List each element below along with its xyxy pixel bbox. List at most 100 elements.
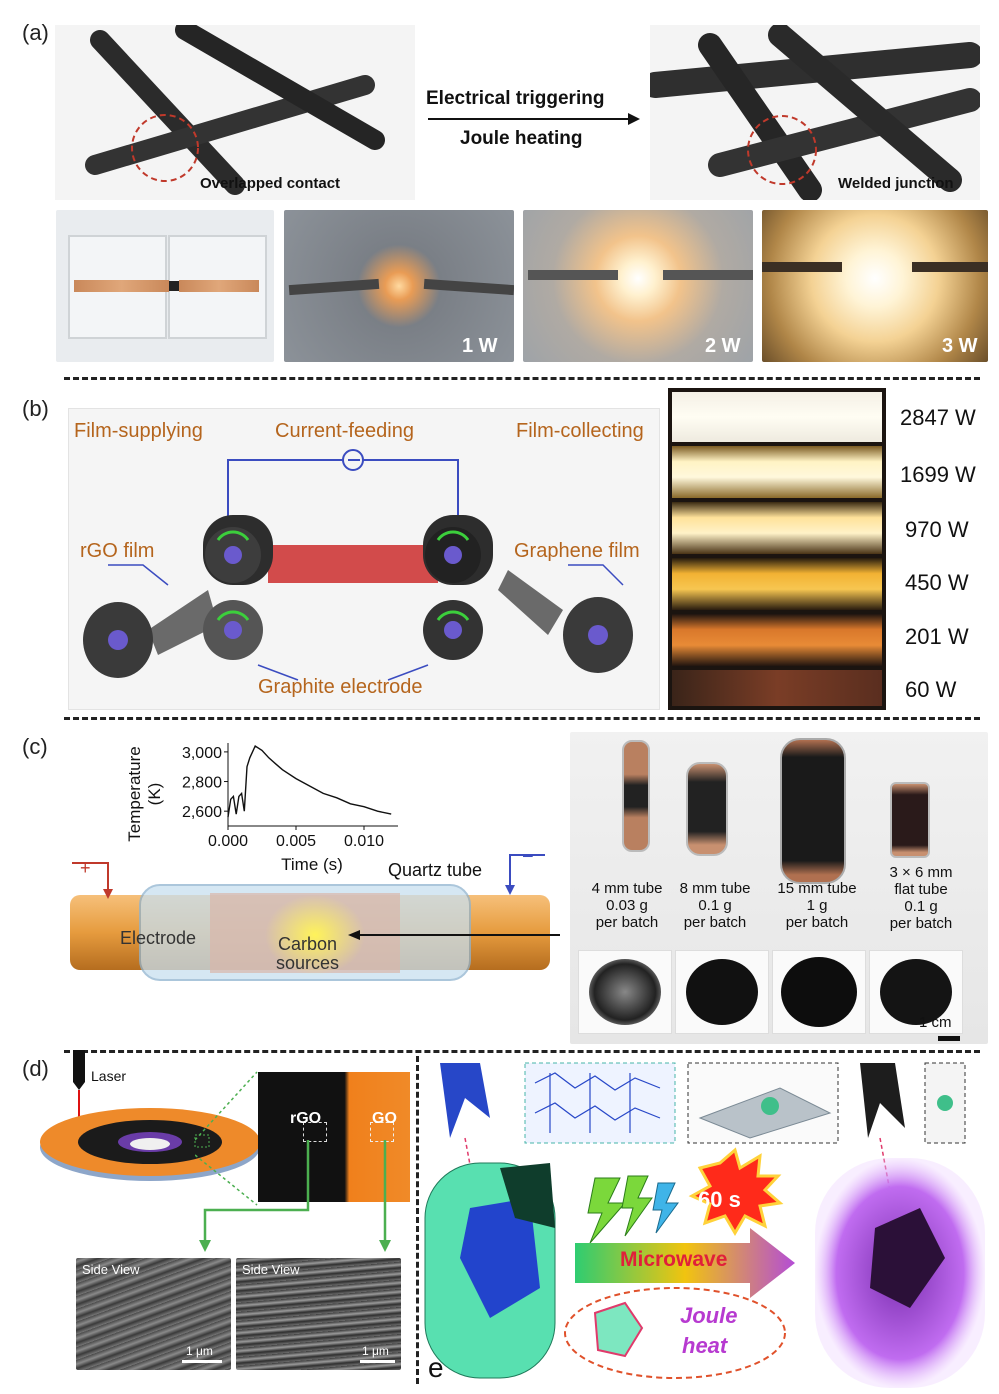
minus-terminal: −	[522, 846, 534, 868]
photo-unpowered	[56, 210, 274, 362]
y-axis-label-1: Temperature	[125, 746, 144, 841]
y-tick-label: 3,000	[182, 745, 222, 762]
photo-2w	[523, 210, 753, 362]
microwave-label: Microwave	[620, 1248, 728, 1271]
sample-dish-2	[675, 950, 769, 1034]
sem-side-view-go	[236, 1258, 401, 1370]
overlapped-contact-caption: Overlapped contact	[200, 175, 341, 192]
microwave-arrow	[575, 1228, 795, 1298]
x-tick-label: 0.005	[276, 833, 316, 850]
rollers-illustration	[83, 449, 633, 681]
sem-scale-label-1: 1 μm	[186, 1344, 213, 1358]
welded-junction-caption: Welded junction	[838, 175, 954, 192]
joule-label-1: Joule	[680, 1303, 738, 1328]
glow-film-450w	[672, 558, 882, 610]
power-label-2847w: 2847 W	[900, 405, 976, 430]
carbon-sources-label-2: sources	[276, 953, 340, 973]
process-arrow	[428, 113, 640, 125]
zoom-lines	[195, 1071, 258, 1206]
welded-rods-illustration	[650, 25, 980, 200]
panel-d-label: (d)	[22, 1056, 49, 1081]
sem-side-view-label-1: Side View	[82, 1262, 140, 1277]
film-collecting-label: Film-collecting	[516, 420, 644, 442]
blue-layers-icon	[440, 1063, 490, 1138]
scale-bar-1cm	[938, 1036, 960, 1041]
power-label-60w: 60 W	[905, 677, 957, 702]
sample-dish-1	[578, 950, 672, 1034]
glow-film-970w	[672, 502, 882, 554]
sample-dish-3	[772, 950, 866, 1034]
photo-1w	[284, 210, 514, 362]
time-60s-label: 60 s	[698, 1187, 741, 1212]
sample-dish-4	[869, 950, 963, 1034]
sem-side-view-rgo	[76, 1258, 231, 1370]
photo-3w	[762, 210, 988, 362]
glow-film-60w	[672, 670, 882, 706]
divider-b-c	[64, 717, 980, 720]
tubes-photo	[570, 732, 988, 1044]
mof-structure-box	[524, 1062, 676, 1144]
plus-terminal: +	[80, 858, 91, 878]
tube-8mm	[686, 762, 728, 856]
glow-film-201w	[672, 614, 882, 666]
laser-disc-illustration	[40, 1050, 260, 1181]
y-tick-label: 2,800	[182, 775, 222, 792]
x-axis-label: Time (s)	[281, 855, 343, 874]
scale-bar-label: 1 cm	[919, 1014, 952, 1031]
panel-e-label: e	[428, 1352, 444, 1383]
power-label-1699w: 1699 W	[900, 462, 976, 487]
photo-2w-label: 2 W	[705, 335, 741, 357]
panel-a-label: (a)	[22, 20, 49, 45]
temperature-series-line	[227, 744, 392, 818]
photo-1w-label: 1 W	[462, 335, 498, 357]
glow-film-1699w	[672, 446, 882, 498]
go-region-label: GO	[372, 1110, 397, 1127]
current-feeding-label: Current-feeding	[275, 420, 414, 442]
tube-flat	[890, 782, 930, 858]
quartz-tube-schematic	[70, 854, 560, 981]
overlapped-rods-illustration	[55, 25, 415, 200]
power-label-201w: 201 W	[905, 624, 969, 649]
divider-a-b	[64, 377, 980, 380]
sem-scale-bar-1	[182, 1360, 222, 1363]
divider-c-d	[64, 1050, 980, 1053]
black-layers-icon	[860, 1063, 905, 1138]
photo-3w-label: 3 W	[942, 335, 978, 357]
quartz-tube-label: Quartz tube	[388, 860, 483, 880]
rgo-film-label: rGO film	[80, 540, 155, 562]
graphite-electrode-label: Graphite electrode	[258, 676, 423, 698]
microwave-bolt-2	[621, 1175, 653, 1237]
graphene-film-label: Graphene film	[514, 540, 640, 562]
rgo-region-label: rGO	[290, 1110, 322, 1127]
joule-label-2: heat	[682, 1333, 728, 1358]
sem-scale-bar-2	[360, 1360, 395, 1363]
microwave-bolt-1	[587, 1177, 627, 1244]
film-supplying-label: Film-supplying	[74, 420, 203, 442]
joule-heat-ellipse	[564, 1287, 786, 1379]
laser-label: Laser	[91, 1068, 127, 1084]
microwave-schematic	[424, 1062, 985, 1388]
tube-15mm	[780, 738, 846, 884]
y-tick-label: 2,600	[182, 804, 222, 821]
panel-b-label: (b)	[22, 396, 49, 421]
carbon-sources-label-1: Carbon	[278, 934, 338, 954]
green-pointer-arrows	[199, 1140, 391, 1252]
y-axis-label-2: (K)	[145, 783, 164, 806]
panel-c-label: (c)	[22, 734, 48, 759]
x-tick-label: 0.000	[208, 833, 248, 850]
glow-film-2847w	[672, 392, 882, 442]
power-label-450w: 450 W	[905, 570, 969, 595]
arrow-bottom-label: Joule heating	[460, 128, 583, 149]
x-tick-label: 0.010	[344, 833, 384, 850]
tube-4mm	[622, 740, 650, 852]
microwave-bolt-3	[652, 1182, 679, 1234]
time-burst	[688, 1147, 784, 1236]
power-label-970w: 970 W	[905, 517, 969, 542]
sem-scale-label-2: 1 μm	[362, 1344, 389, 1358]
electrode-label: Electrode	[120, 928, 197, 948]
